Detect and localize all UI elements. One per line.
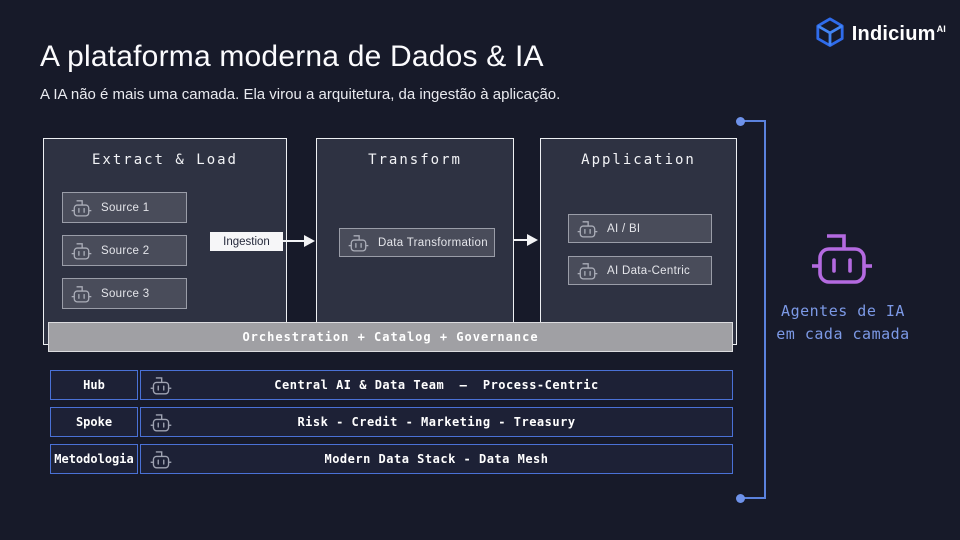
callout-agents: Agentes de IA em cada camada [766, 300, 920, 347]
robot-icon [150, 412, 172, 438]
org-row-spoke: Spoke Risk - Credit - Marketing - Treasu… [50, 407, 733, 437]
governance-bar: Orchestration + Catalog + Governance [48, 322, 733, 352]
robot-icon [577, 262, 598, 280]
robot-icon [348, 234, 369, 252]
bracket-dot [736, 494, 745, 503]
robot-icon [150, 375, 172, 401]
page-title: A plataforma moderna de Dados & IA [40, 40, 544, 73]
row-content: Central AI & Data Team — Process-Centric [140, 370, 733, 400]
item-label: AI / BI [607, 222, 641, 235]
row-text: Modern Data Stack - Data Mesh [324, 452, 549, 466]
brand-logo: IndiciumAI [815, 16, 946, 53]
robot-icon [577, 220, 598, 238]
stage-application: Application AI / BI AI Data-Centric [540, 138, 737, 345]
row-label: Spoke [50, 407, 138, 437]
item-label: AI Data-Centric [607, 264, 691, 277]
brand-suffix: AI [936, 24, 946, 35]
org-row-metodologia: Metodologia Modern Data Stack - Data Mes… [50, 444, 733, 474]
bracket-line [764, 120, 766, 499]
item-source-3: Source 3 [62, 278, 187, 309]
governance-bar-label: Orchestration + Catalog + Governance [242, 330, 539, 344]
item-ai-bi: AI / BI [568, 214, 712, 243]
robot-icon [71, 285, 92, 303]
callout-line-2: em cada camada [776, 325, 910, 344]
robot-icon [71, 199, 92, 217]
stage-title: Transform [368, 152, 462, 168]
org-row-hub: Hub Central AI & Data Team — Process-Cen… [50, 370, 733, 400]
robot-icon [71, 242, 92, 260]
row-text: Risk - Credit - Marketing - Treasury [297, 415, 576, 429]
row-text: Central AI & Data Team — Process-Centric [274, 378, 599, 392]
callout-line-1: Agentes de IA [781, 302, 905, 320]
row-label: Hub [50, 370, 138, 400]
stage-transform: Transform Data Transformation [316, 138, 514, 345]
item-source-2: Source 2 [62, 235, 187, 266]
row-content: Risk - Credit - Marketing - Treasury [140, 407, 733, 437]
item-label: Source 2 [101, 244, 150, 257]
bracket-line [742, 497, 766, 499]
arrow-head-icon [527, 234, 538, 246]
robot-icon [150, 449, 172, 475]
row-content: Modern Data Stack - Data Mesh [140, 444, 733, 474]
indicium-cube-icon [815, 16, 845, 53]
page-subtitle: A IA não é mais uma camada. Ela virou a … [40, 86, 561, 103]
row-label: Metodologia [50, 444, 138, 474]
ingestion-label: Ingestion [210, 232, 283, 251]
ai-agent-robot-icon [810, 228, 874, 293]
stage-title: Application [581, 152, 696, 168]
item-label: Source 1 [101, 201, 150, 214]
arrow-head-icon [304, 235, 315, 247]
bracket-line [742, 120, 766, 122]
item-source-1: Source 1 [62, 192, 187, 223]
item-ai-data-centric: AI Data-Centric [568, 256, 712, 285]
arrow-transform-to-application [514, 239, 527, 241]
stage-title: Extract & Load [91, 152, 238, 168]
item-label: Data Transformation [378, 236, 488, 249]
bracket-dot [736, 117, 745, 126]
item-label: Source 3 [101, 287, 150, 300]
arrow-extract-to-transform [283, 240, 304, 242]
item-data-transformation: Data Transformation [339, 228, 495, 257]
brand-name: IndiciumAI [851, 23, 946, 45]
